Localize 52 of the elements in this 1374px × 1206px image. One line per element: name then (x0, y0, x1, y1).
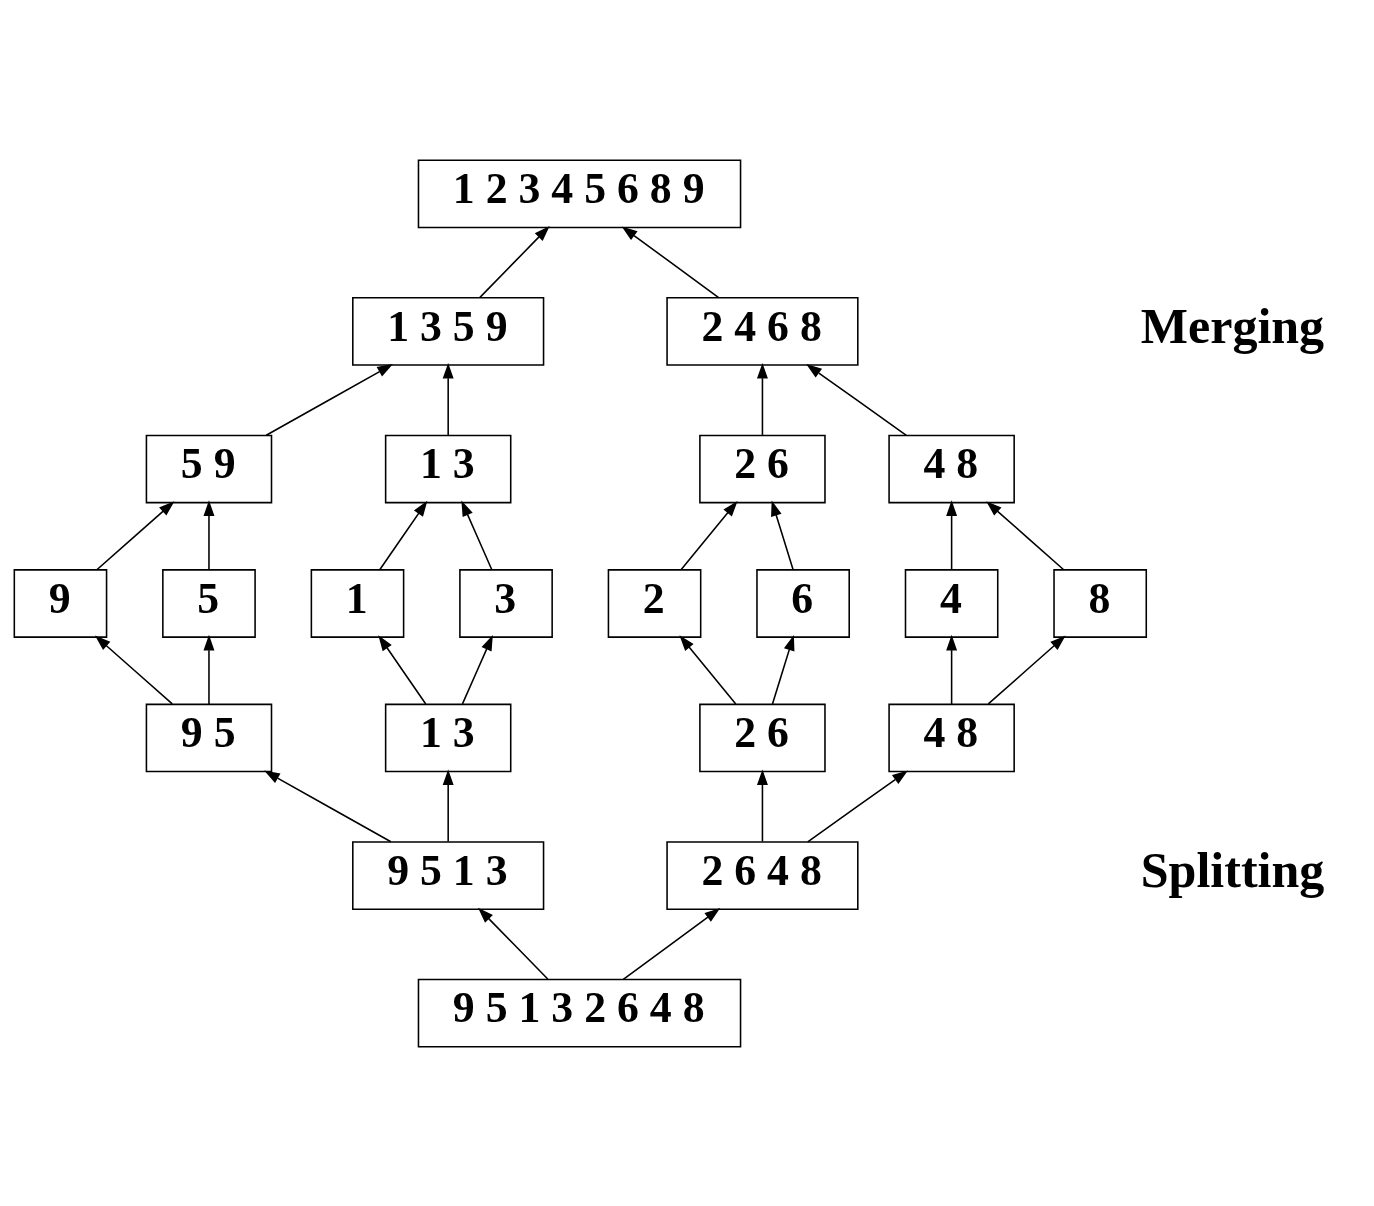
node-box: 8 (1053, 568, 1148, 638)
node-box: 2 6 4 8 (666, 840, 859, 910)
arrow (479, 225, 550, 298)
arrow (946, 499, 958, 570)
node-box: 5 9 (145, 434, 273, 503)
node-box: 9 5 1 3 2 6 4 8 (417, 978, 742, 1048)
arrow (756, 768, 768, 842)
arrow (265, 363, 393, 436)
node-box: 4 (904, 568, 999, 638)
arrow (621, 225, 720, 298)
label: Splitting (1140, 841, 1325, 898)
arrow (478, 907, 549, 980)
arrow (264, 770, 392, 843)
arrow (378, 634, 427, 705)
node-box: 2 6 (699, 434, 826, 503)
node-box: 4 8 (888, 434, 1015, 503)
node-box: 1 3 (384, 703, 512, 772)
node-box: 2 4 6 8 (666, 296, 859, 366)
node-box: 6 (756, 568, 850, 638)
node-box: 2 6 (699, 703, 826, 772)
arrow (680, 500, 738, 570)
node-box: 1 3 5 9 (352, 296, 545, 366)
node-box: 9 (13, 568, 108, 638)
arrow (946, 634, 958, 705)
arrow (756, 362, 768, 436)
arrow (679, 634, 737, 705)
arrow (461, 634, 493, 705)
arrow (987, 635, 1066, 705)
arrow (771, 634, 795, 705)
arrow (622, 907, 721, 980)
node-box: 3 (459, 568, 553, 638)
node-box: 1 3 (384, 434, 512, 503)
node-box: 5 (162, 568, 256, 638)
arrow (94, 635, 174, 705)
arrow (96, 500, 175, 570)
arrow (461, 500, 493, 570)
arrow (806, 363, 908, 436)
arrow (203, 499, 215, 570)
arrow (442, 768, 454, 842)
arrow (203, 634, 215, 705)
arrow (986, 500, 1065, 570)
arrow (379, 500, 428, 570)
node-box: 1 (310, 568, 405, 638)
arrow (442, 362, 454, 436)
node-box: 4 8 (888, 703, 1015, 772)
node-box: 2 (607, 568, 702, 638)
arrow (771, 499, 794, 570)
node-box: 9 5 (145, 703, 273, 772)
label: Merging (1140, 297, 1325, 354)
node-box: 1 2 3 4 5 6 8 9 (417, 158, 742, 228)
node-box: 9 5 1 3 (352, 840, 545, 910)
arrow (806, 770, 908, 843)
